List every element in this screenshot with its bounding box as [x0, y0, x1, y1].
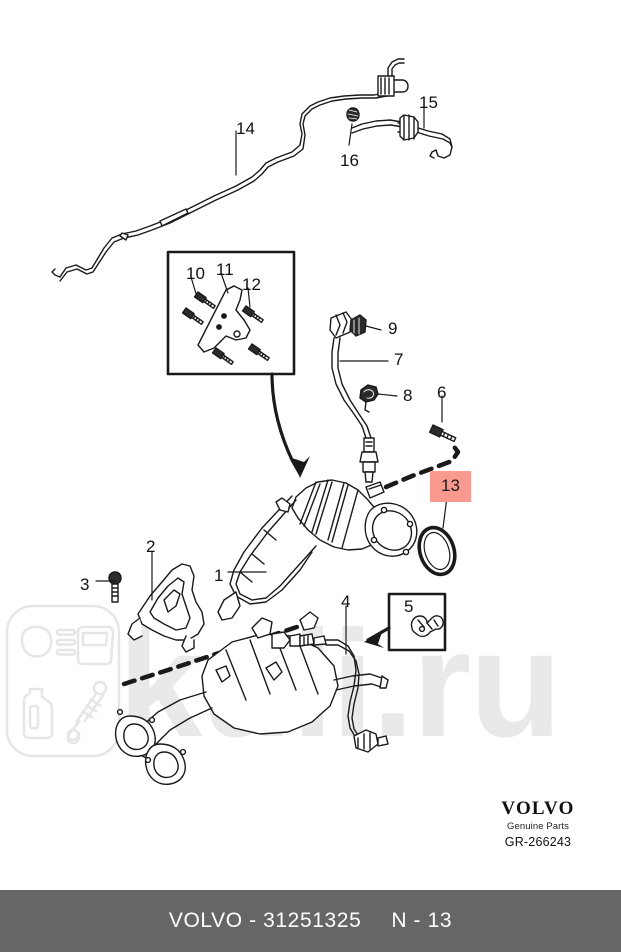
callout-9[interactable]: 9 — [388, 319, 398, 338]
part-5-clip — [410, 615, 444, 638]
part-15-hose — [351, 114, 453, 159]
inset-box-clip — [387, 592, 447, 652]
callout-13-highlighted[interactable]: 13 — [430, 471, 471, 502]
callout-3[interactable]: 3 — [80, 575, 90, 594]
callout-16[interactable]: 16 — [340, 151, 359, 170]
exploded-parts-drawing — [51, 58, 461, 785]
part-8-cable-clip — [359, 384, 379, 413]
callout-15[interactable]: 15 — [419, 93, 438, 112]
part-7-oxygen-sensor — [329, 311, 379, 483]
lower-catalytic-assembly — [114, 611, 389, 785]
assembly-dashed-line-upper — [383, 441, 461, 490]
callout-10[interactable]: 10 — [186, 264, 205, 283]
callout-6[interactable]: 6 — [437, 383, 447, 402]
callout-11[interactable]: 11 — [216, 260, 234, 279]
part-14-pipe — [51, 58, 409, 282]
part-10-bolts — [181, 291, 216, 326]
part-6-bolt — [428, 424, 457, 443]
callout-7[interactable]: 7 — [394, 350, 404, 369]
part-12-bolts — [211, 305, 270, 366]
volvo-subtitle: Genuine Parts — [506, 821, 570, 832]
part-1-catalytic-converter — [217, 479, 418, 621]
part-16-clip — [346, 107, 360, 122]
inset-arrow-bracket — [270, 372, 310, 478]
callout-8[interactable]: 8 — [403, 386, 413, 405]
callout-12[interactable]: 12 — [242, 275, 261, 294]
footer-page-number: N - 13 — [391, 909, 453, 932]
inset-box-bracket — [166, 250, 296, 376]
volvo-brand-block: VOLVO Genuine Parts GR-266243 — [488, 799, 588, 850]
part-9-connector — [349, 314, 367, 337]
volvo-wordmark: VOLVO — [501, 798, 575, 819]
callout-1[interactable]: 1 — [214, 566, 224, 585]
part-11-bracket — [197, 285, 251, 353]
inset-arrow-clip — [364, 626, 391, 648]
part-3-bolt — [108, 571, 122, 603]
part-2-heat-shield — [127, 563, 205, 653]
callout-14[interactable]: 14 — [236, 119, 255, 138]
footer-part-number: VOLVO - 31251325 — [168, 909, 362, 932]
leader-lines — [95, 105, 448, 655]
footer-bar: VOLVO - 31251325 N - 13 — [0, 890, 621, 952]
callout-4[interactable]: 4 — [341, 592, 351, 611]
callout-2[interactable]: 2 — [146, 537, 156, 556]
part-13-gasket-ring — [417, 525, 457, 577]
volvo-drawing-code: GR-266243 — [504, 835, 572, 849]
callout-5[interactable]: 5 — [404, 597, 414, 616]
part-4-oxygen-sensor — [271, 631, 389, 753]
